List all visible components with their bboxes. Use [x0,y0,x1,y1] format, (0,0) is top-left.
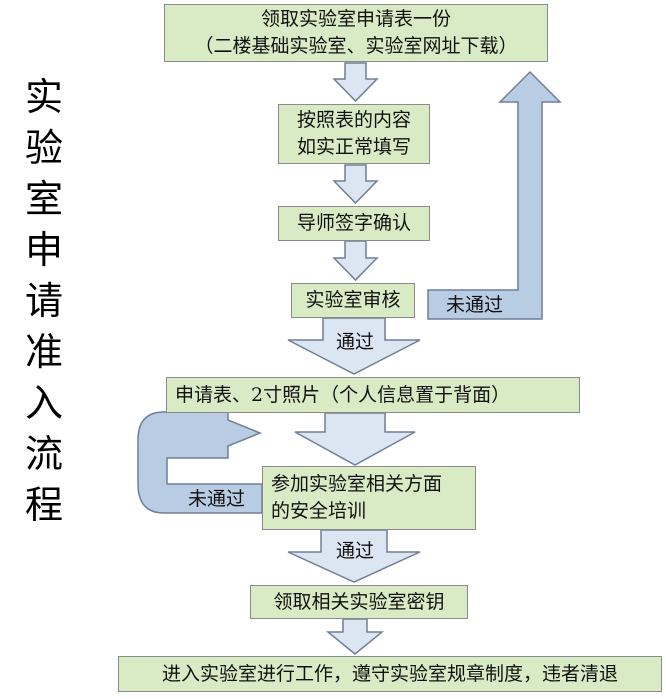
title-char: 请 [24,279,63,323]
title-char: 室 [24,177,63,221]
step-get-form: 领取实验室申请表一份 （二楼基础实验室、实验室网址下载） [164,4,548,62]
title-char: 入 [24,381,63,425]
label-training-fail: 未通过 [188,488,246,510]
step-lab-review: 实验室审核 [291,283,415,318]
step-get-key: 领取相关实验室密钥 [250,585,468,619]
label-review-fail: 未通过 [446,294,504,316]
step-fill-form: 按照表的内容 如实正常填写 [278,104,430,164]
title-char: 实 [24,75,63,119]
loop-review-fail [427,70,562,320]
arrow-key-to-enter [325,618,385,655]
step-training-line1: 参加实验室相关方面 [271,473,443,495]
step-get-form-line2: （二楼基础实验室、实验室网址下载） [194,35,518,57]
arrow-submit-to-training [294,412,416,466]
arrow-review-pass [287,317,421,375]
label-review-pass: 通过 [336,331,375,353]
title-char: 程 [24,483,63,527]
title-char: 流 [24,432,63,476]
title-char: 准 [24,330,63,374]
step-fill-form-line1: 按照表的内容 [296,109,411,131]
step-training: 参加实验室相关方面 的安全培训 [262,466,476,530]
step-enter-lab-line1: 进入实验室进行工作，遵守实验室规章制度，违者清退 [161,662,618,685]
step-fill-form-line2: 如实正常填写 [296,136,411,158]
step-submit-docs-line1: 申请表、2寸照片（个人信息置于背面） [175,383,511,406]
arrow-sign-to-review [332,240,379,282]
arrow-get-form-to-fill [332,62,379,103]
title-char: 验 [24,126,63,170]
arrow-training-pass [287,529,421,583]
arrow-fill-to-sign [332,164,379,205]
step-enter-lab: 进入实验室进行工作，遵守实验室规章制度，违者清退 [118,656,662,692]
step-advisor-sign: 导师签字确认 [278,206,430,241]
step-get-form-line1: 领取实验室申请表一份 [260,8,451,30]
step-get-key-line1: 领取相关实验室密钥 [273,590,445,613]
step-training-line2: 的安全培训 [271,500,367,522]
label-training-pass: 通过 [336,540,375,562]
loop-training-fail [137,411,263,514]
step-lab-review-line1: 实验室审核 [305,289,401,311]
title-char: 申 [24,228,63,272]
step-advisor-sign-line1: 导师签字确认 [296,212,411,234]
step-submit-docs: 申请表、2寸照片（个人信息置于背面） [166,377,580,413]
page-title-vertical: 实 验 室 申 请 准 入 流 程 [14,72,74,531]
